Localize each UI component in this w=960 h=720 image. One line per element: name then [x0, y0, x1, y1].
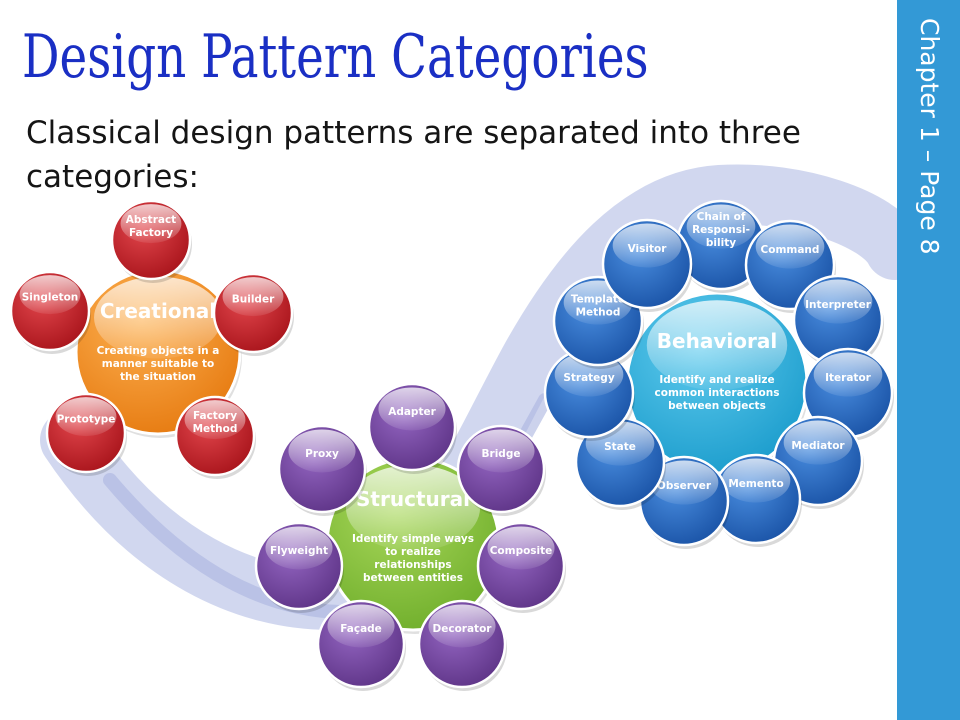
gloss-highlight [19, 275, 81, 315]
pattern-label: Adapter [388, 406, 436, 418]
gloss-highlight [120, 204, 182, 244]
pattern-label: Proxy [305, 448, 339, 460]
pattern-label: Factory [193, 410, 237, 422]
pattern-label: Builder [232, 294, 275, 306]
pattern-label: Abstract [126, 214, 176, 226]
pattern-label: State [604, 441, 636, 453]
pattern-node-prototype: Prototype [45, 392, 127, 476]
pattern-label: Bridge [482, 448, 521, 460]
pattern-node-singleton: Singleton [9, 270, 91, 354]
gloss-highlight [55, 397, 117, 437]
gloss-highlight [803, 279, 873, 324]
category-description-line: Creating objects in a [97, 345, 220, 357]
pattern-label: Method [576, 306, 621, 318]
category-description-line: manner suitable to [102, 358, 215, 370]
gloss-highlight [428, 604, 496, 648]
gloss-highlight [345, 464, 481, 551]
category-description-line: relationships [374, 559, 451, 571]
pattern-node-builder: Builder [212, 272, 294, 356]
pattern-label: Iterator [825, 372, 872, 384]
pattern-label: Responsi- [692, 224, 750, 236]
pattern-label: Prototype [57, 414, 116, 426]
gloss-highlight [783, 420, 853, 465]
pattern-label: Singleton [22, 292, 79, 304]
pattern-node-observer: Observer [638, 455, 730, 549]
page-subtitle: Classical design patterns are separated … [26, 115, 801, 195]
category-title: Creational [100, 299, 216, 323]
gloss-highlight [184, 400, 246, 440]
pattern-node-flyweight: Flyweight [254, 521, 344, 613]
pattern-node-visitor: Visitor [601, 218, 693, 312]
gloss-highlight [686, 204, 756, 249]
pattern-label: Flyweight [270, 545, 328, 557]
gloss-highlight [487, 526, 555, 570]
gloss-highlight [222, 277, 284, 317]
category-description-line: Identify simple ways [352, 533, 474, 545]
category-description-line: between entities [363, 572, 463, 584]
pattern-label: Factory [129, 227, 173, 239]
pattern-label: Composite [490, 545, 553, 557]
pattern-label: Chain of [697, 211, 746, 223]
chapter-sidebar [897, 0, 960, 720]
gloss-highlight [612, 223, 682, 268]
category-description-line: Identify and realize [659, 374, 774, 386]
page-title: Design Pattern Categories [22, 22, 649, 92]
pattern-label: Decorator [433, 623, 493, 635]
pattern-label: Method [193, 423, 238, 435]
category-title: Behavioral [657, 329, 777, 353]
gloss-highlight [813, 352, 883, 397]
pattern-label: Mediator [791, 440, 845, 452]
gloss-highlight [646, 300, 788, 391]
pattern-label: Observer [657, 480, 712, 492]
pattern-label: Command [761, 244, 820, 256]
gloss-highlight [721, 458, 791, 503]
pattern-label: Template [571, 293, 625, 305]
pattern-node-memento: Memento [710, 453, 802, 547]
pattern-label: Memento [728, 478, 783, 490]
pattern-label: Interpreter [805, 299, 872, 311]
pattern-label: Visitor [628, 243, 668, 255]
gloss-highlight [288, 429, 356, 473]
pattern-label: bility [706, 237, 736, 249]
pattern-label: Façade [340, 623, 382, 635]
pattern-node-facade: Façade [316, 599, 406, 691]
category-title: Structural [356, 487, 470, 511]
pattern-node-decorator: Decorator [417, 599, 507, 691]
gloss-highlight [327, 604, 395, 648]
pattern-node-state: State [574, 416, 666, 510]
category-description-line: between objects [668, 400, 766, 412]
pattern-node-interpreter: Interpreter [792, 274, 884, 368]
pattern-node-adapter: Adapter [367, 382, 457, 474]
pattern-node-bridge: Bridge [456, 424, 546, 516]
category-description-line: to realize [385, 546, 441, 558]
category-description-line: the situation [120, 371, 196, 383]
gloss-highlight [755, 224, 825, 269]
gloss-highlight [467, 429, 535, 473]
pattern-node-composite: Composite [476, 521, 566, 613]
gloss-highlight [94, 276, 222, 359]
pattern-label: Strategy [563, 372, 615, 384]
gloss-highlight [265, 526, 333, 570]
pattern-node-proxy: Proxy [277, 424, 367, 516]
category-description-line: common interactions [655, 387, 780, 399]
chapter-page-label: Chapter 1 – Page 8 [915, 18, 944, 255]
gloss-highlight [378, 387, 446, 431]
gloss-highlight [649, 460, 719, 505]
